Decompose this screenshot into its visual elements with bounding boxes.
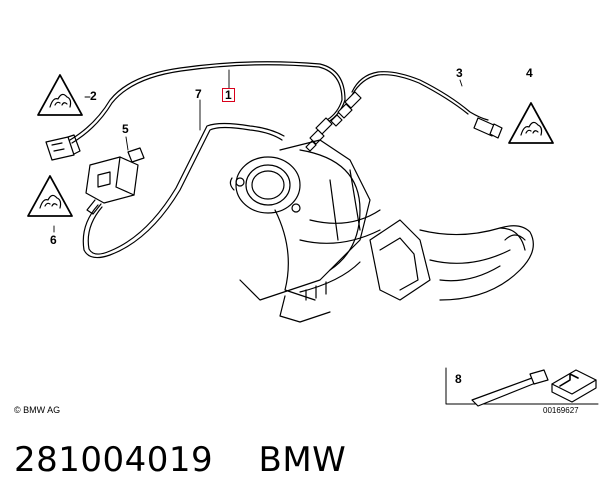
warning-triangle-icon [27, 175, 73, 217]
warning-triangle-icon [37, 74, 83, 116]
part-number: 281004019 [14, 440, 214, 480]
callout-4: 4 [526, 66, 533, 80]
callout-8: 8 [455, 372, 462, 386]
part-8-inset [445, 367, 599, 407]
part-6-hose [82, 122, 285, 259]
warning-triangle-icon [508, 102, 554, 144]
part-5-pressure-sensor [85, 147, 145, 215]
callout-3: 3 [456, 66, 463, 80]
drawing-number: 00169627 [543, 406, 579, 415]
callout-6: 6 [50, 233, 57, 247]
callout-2: 2 [90, 89, 97, 103]
part-caption: 281004019 BMW [14, 440, 594, 490]
leader-lines [53, 69, 463, 233]
callout-7: 7 [195, 87, 202, 101]
copyright-notice: © BMW AG [14, 405, 61, 415]
callout-1: 1 [222, 88, 235, 102]
exploded-parts-diagram [27, 61, 599, 407]
plug-connector [45, 134, 81, 161]
catalytic-converter [229, 139, 534, 323]
brand-name: BMW [258, 440, 347, 480]
oxygen-sensor-1 [305, 117, 333, 152]
part-3-cable [330, 71, 503, 139]
callout-5: 5 [122, 122, 129, 136]
part-1-cable [69, 61, 346, 144]
